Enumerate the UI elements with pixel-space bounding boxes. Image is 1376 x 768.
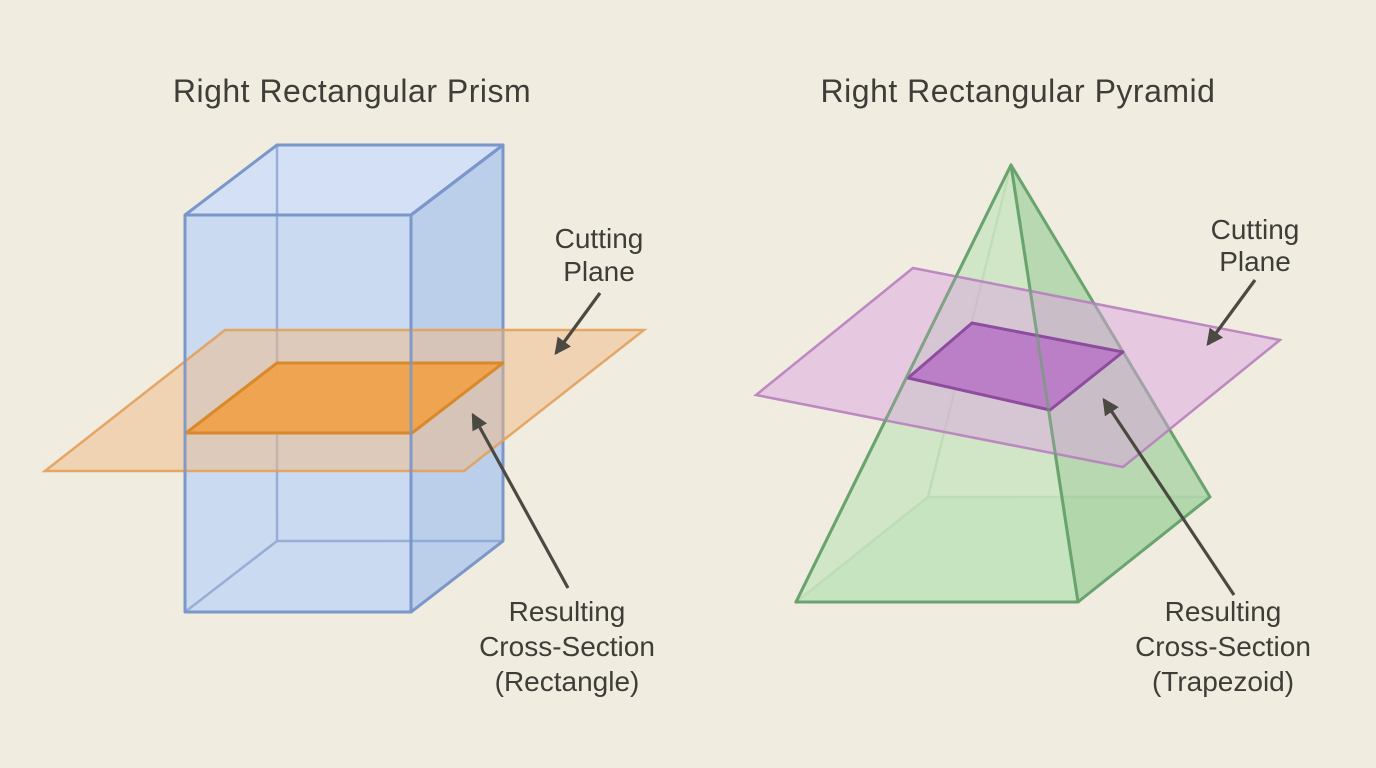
label-line: Cross-Section xyxy=(1135,631,1311,662)
arrow-cross-section-right xyxy=(1102,397,1236,596)
right-cutting-plane-label: Cutting Plane xyxy=(1211,214,1300,277)
prism-figure xyxy=(41,143,648,614)
left-result-label: Resulting Cross-Section (Rectangle) xyxy=(479,596,655,697)
left-title: Right Rectangular Prism xyxy=(173,73,531,109)
right-title: Right Rectangular Pyramid xyxy=(821,73,1216,109)
label-line: Plane xyxy=(563,256,635,287)
left-cutting-plane-label: Cutting Plane xyxy=(555,223,644,287)
arrow-cutting-plane-right xyxy=(1206,279,1257,347)
pyramid-base-right-edge xyxy=(1076,495,1212,604)
label-line: (Trapezoid) xyxy=(1152,666,1294,697)
label-line: Cutting xyxy=(1211,214,1300,245)
annotation-arrows xyxy=(471,279,1257,596)
pyramid-front-left-edge-overlay xyxy=(794,163,1013,604)
prism-bottom-left-edge xyxy=(184,540,278,613)
diagram-text: Right Rectangular Prism Right Rectangula… xyxy=(173,73,1311,697)
label-line: (Rectangle) xyxy=(495,666,640,697)
label-line: Cross-Section xyxy=(479,631,655,662)
label-line: Resulting xyxy=(1165,596,1282,627)
pyramid-front-edges-over-plane xyxy=(794,163,1080,604)
label-line: Plane xyxy=(1219,246,1291,277)
right-result-label: Resulting Cross-Section (Trapezoid) xyxy=(1135,596,1311,697)
arrow-cross-section-left xyxy=(471,412,570,589)
arrow-cutting-plane-left xyxy=(554,292,602,356)
cross-section-rectangle xyxy=(184,361,505,435)
label-line: Cutting xyxy=(555,223,644,254)
pyramid-front-right-edge-overlay xyxy=(1009,163,1080,604)
pyramid-figure xyxy=(753,163,1283,604)
label-line: Resulting xyxy=(509,596,626,627)
prism-top-face xyxy=(185,145,503,215)
prism-front-edges-over-plane xyxy=(183,215,413,612)
